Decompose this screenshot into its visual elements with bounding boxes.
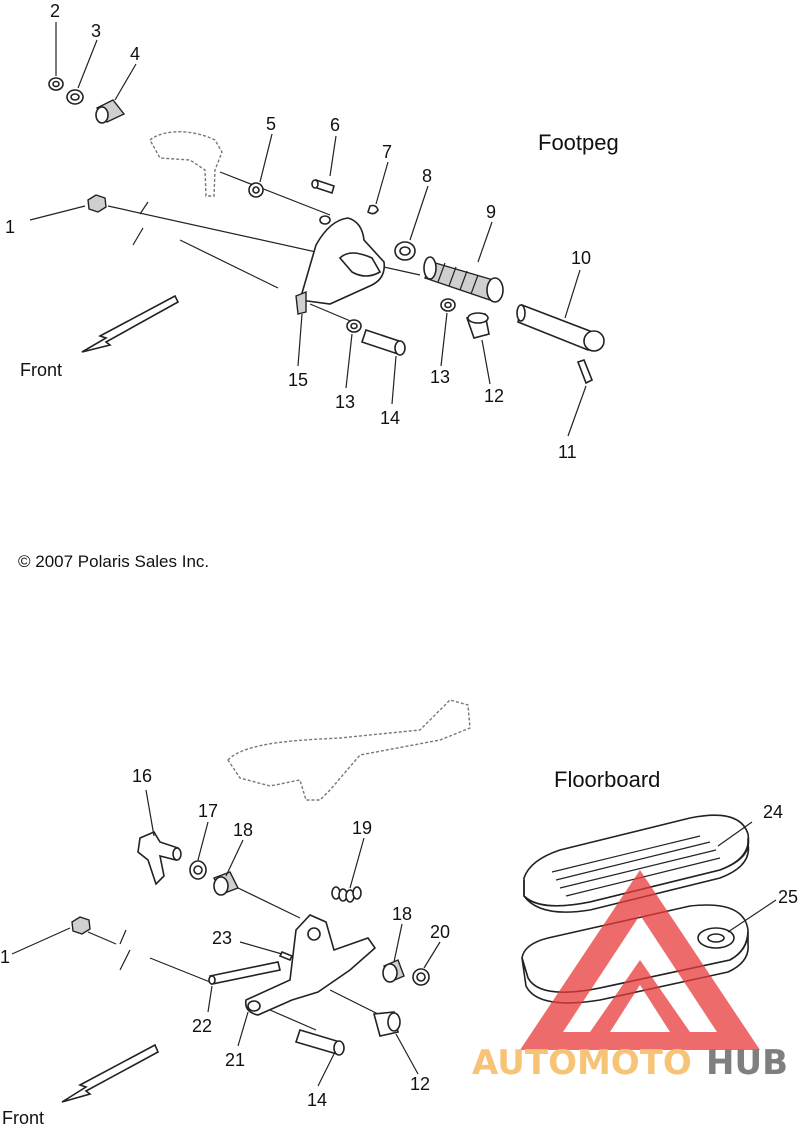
label-1-top: 1 bbox=[5, 217, 15, 237]
label-10: 10 bbox=[571, 248, 591, 268]
automotohub-watermark: AUTOMOTO HUB bbox=[472, 870, 788, 1083]
label-25: 25 bbox=[778, 887, 798, 907]
nut-1-top bbox=[87, 194, 107, 213]
label-18-a: 18 bbox=[233, 820, 253, 840]
watermark-text-a: AUTOMOTO bbox=[472, 1043, 692, 1083]
footpeg-labels: 1 2 3 4 5 6 7 8 9 10 11 12 13 13 14 15 bbox=[5, 1, 591, 462]
clip-7 bbox=[367, 204, 379, 215]
label-4: 4 bbox=[130, 44, 140, 64]
label-21: 21 bbox=[225, 1050, 245, 1070]
footpeg-rubber-9 bbox=[423, 256, 504, 303]
label-13-b: 13 bbox=[430, 367, 450, 387]
label-12-bottom: 12 bbox=[410, 1074, 430, 1094]
label-9: 9 bbox=[486, 202, 496, 222]
label-24: 24 bbox=[763, 802, 783, 822]
label-14-bottom: 14 bbox=[307, 1090, 327, 1110]
watermark-text-b: HUB bbox=[706, 1043, 788, 1083]
label-14-top: 14 bbox=[380, 408, 400, 428]
label-22: 22 bbox=[192, 1016, 212, 1036]
label-17: 17 bbox=[198, 801, 218, 821]
frame-ghost-top bbox=[149, 131, 223, 197]
spring-19 bbox=[331, 886, 362, 903]
front-label-bottom: Front bbox=[2, 1108, 44, 1126]
label-8: 8 bbox=[422, 166, 432, 186]
cotter-pin-11 bbox=[576, 359, 594, 385]
label-16: 16 bbox=[132, 766, 152, 786]
floorboard-labels: 1 12 14 16 17 18 18 19 20 21 22 23 24 25 bbox=[0, 766, 798, 1110]
label-7: 7 bbox=[382, 142, 392, 162]
label-5: 5 bbox=[266, 114, 276, 134]
front-arrow-top bbox=[81, 294, 180, 353]
label-20: 20 bbox=[430, 922, 450, 942]
nut-1-bottom bbox=[71, 916, 91, 935]
label-3: 3 bbox=[91, 21, 101, 41]
floorboard-title: Floorboard bbox=[554, 767, 660, 792]
pin-22 bbox=[209, 961, 281, 985]
footpeg-title: Footpeg bbox=[538, 130, 619, 155]
pin-14-bottom bbox=[294, 1029, 341, 1056]
label-23: 23 bbox=[212, 928, 232, 948]
label-19: 19 bbox=[352, 818, 372, 838]
pin-23 bbox=[278, 950, 294, 962]
label-18-b: 18 bbox=[392, 904, 412, 924]
floorboard-bracket-21 bbox=[244, 914, 377, 1016]
label-2: 2 bbox=[50, 1, 60, 21]
label-6: 6 bbox=[330, 115, 340, 135]
copyright: © 2007 Polaris Sales Inc. bbox=[18, 552, 209, 571]
frame-ghost-bottom bbox=[227, 699, 471, 801]
front-label-top: Front bbox=[20, 360, 62, 380]
footpeg-assembly bbox=[29, 22, 605, 437]
watermark-triangle bbox=[520, 870, 760, 1050]
label-12-top: 12 bbox=[484, 386, 504, 406]
label-11: 11 bbox=[558, 442, 577, 462]
pivot-pin-16 bbox=[137, 830, 179, 886]
label-1-bottom: 1 bbox=[0, 947, 10, 967]
label-15: 15 bbox=[288, 370, 308, 390]
front-arrow-bottom bbox=[61, 1043, 160, 1103]
label-13-a: 13 bbox=[335, 392, 355, 412]
